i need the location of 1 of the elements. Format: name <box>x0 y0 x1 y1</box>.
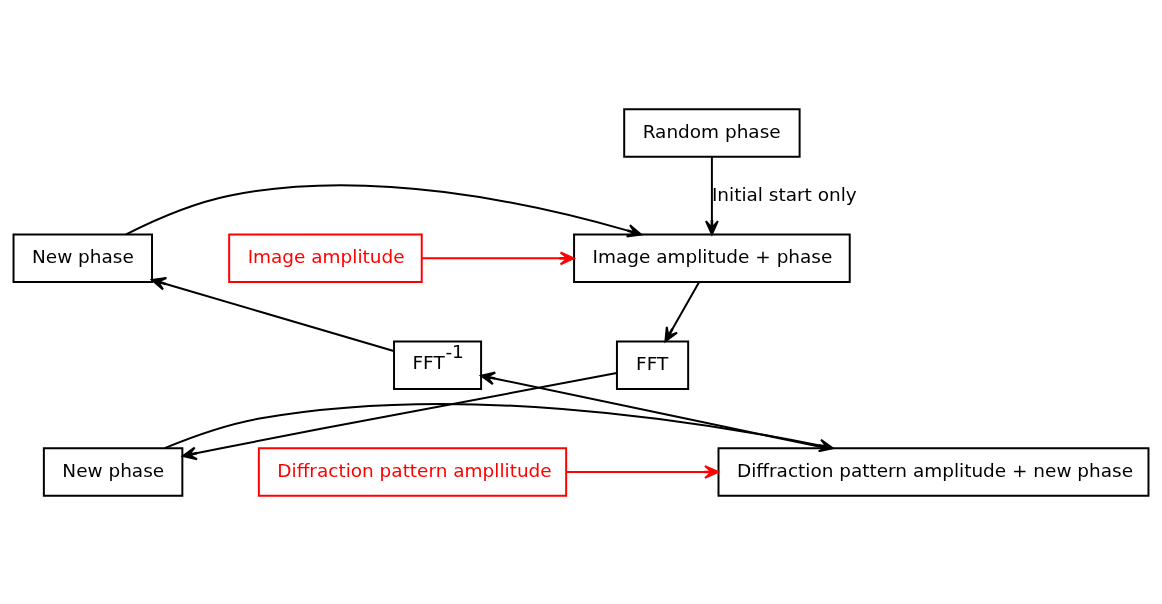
edge-label: Initial start only <box>711 183 857 205</box>
